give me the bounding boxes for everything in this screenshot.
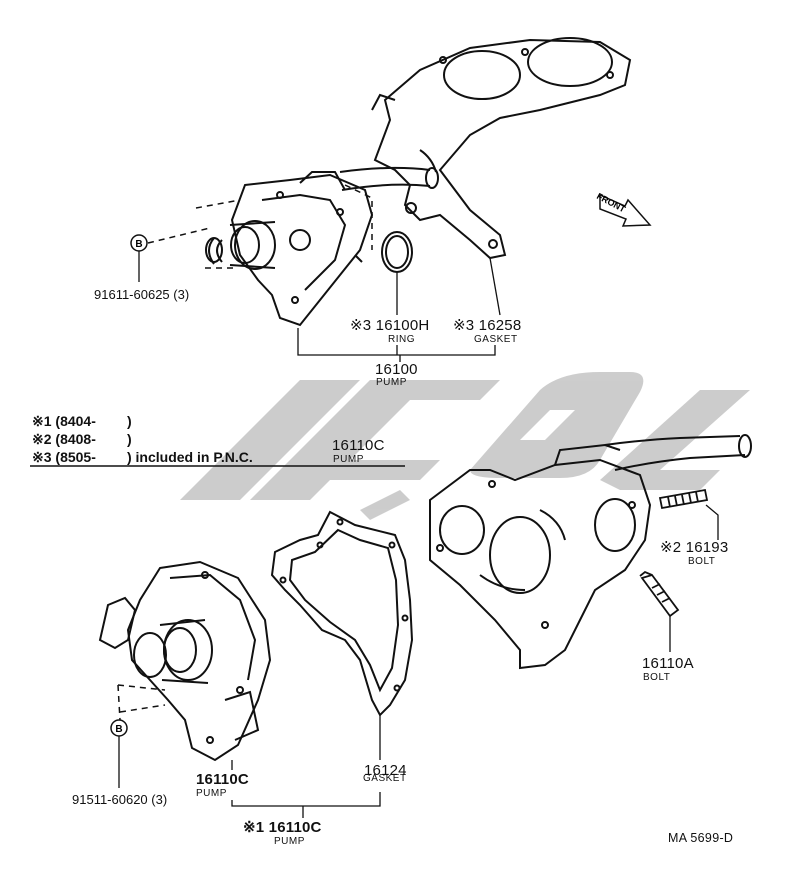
leader-lines-top (138, 251, 501, 362)
note-pnc-part-number: 16110C (332, 437, 385, 454)
note-row-3: ※3 (8505- ) included in P.N.C. (32, 449, 253, 465)
stud-bolt (658, 488, 709, 510)
bolt-right-part-number: ※2 16193 (660, 539, 729, 556)
gasket-bottom-part-number: 16124 (364, 762, 407, 779)
dashed-leaders-bottom (117, 684, 166, 721)
pump-bottom-part-name: PUMP (196, 788, 227, 799)
svg-text:B: B (115, 724, 122, 735)
gasket-bottom-part-name: GASKET (363, 773, 407, 784)
pump-housing (429, 434, 752, 670)
bolt-right-part-name: BOLT (688, 556, 716, 567)
leader-lines-right (669, 504, 719, 652)
water-pipe (339, 166, 439, 191)
ring-part-name: RING (388, 334, 415, 345)
pump-top-part-name: PUMP (376, 377, 407, 388)
marker-b-top: B (130, 234, 148, 252)
engine-block-outline (371, 37, 632, 260)
bolt-16110a (639, 570, 680, 618)
water-pump-bottom (98, 560, 272, 762)
bolt-ref-bottom: 91511-60620 (3) (72, 792, 168, 807)
assy-part-number: ※1 16110C (243, 819, 322, 836)
bolt-lower-part-number: 16110A (642, 655, 694, 672)
pump-gasket (270, 510, 414, 717)
gasket-top-part-number: ※3 16258 (453, 317, 522, 334)
front-arrow: FRONT (595, 191, 652, 227)
bolt-ref-top: 91611-60625 (3) (94, 287, 190, 302)
pump-top-part-number: 16100 (375, 361, 418, 378)
bolt-lower-part-name: BOLT (643, 672, 671, 683)
water-pump-top (205, 171, 374, 327)
o-ring (381, 231, 413, 273)
leader-lines-bottom (118, 736, 381, 818)
assy-part-name: PUMP (274, 836, 305, 847)
note-row-1: ※1 (8404- ) (32, 413, 132, 429)
svg-text:B: B (135, 239, 142, 250)
marker-b-bottom: B (110, 719, 128, 737)
ring-part-number: ※3 16100H (350, 317, 430, 334)
note-pnc-part-name: PUMP (333, 454, 364, 465)
note-row-2: ※2 (8408- ) (32, 431, 132, 447)
dashed-leaders-top (147, 184, 373, 269)
diagram-code: MA 5699-D (668, 831, 734, 845)
gasket-top-part-name: GASKET (474, 334, 518, 345)
pump-bottom-part-number: 16110C (196, 771, 249, 788)
